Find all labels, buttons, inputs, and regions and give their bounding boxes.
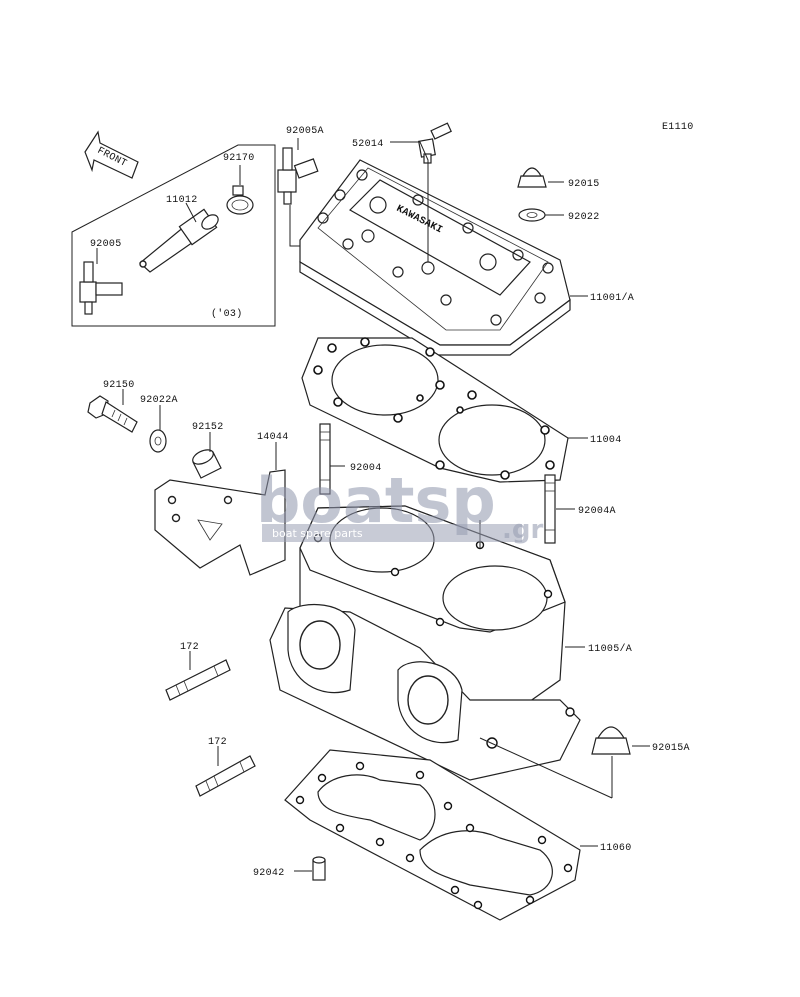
label-92152: 92152 (192, 422, 224, 433)
label-92004A: 92004A (578, 506, 616, 517)
label-11060: 11060 (600, 843, 632, 854)
label-92005: 92005 (90, 239, 122, 250)
collar-92152 (192, 449, 222, 479)
label-92005A: 92005A (286, 126, 324, 137)
stud-92004 (319, 423, 331, 495)
fitting-52014 (418, 122, 452, 164)
front-arrow-icon: FRONT (84, 130, 139, 179)
diagram-code: E1110 (662, 122, 694, 133)
inset-box: ('03) (71, 144, 276, 327)
stud-92004A (544, 474, 556, 544)
fitting-11012 (139, 208, 219, 273)
label-14044: 14044 (257, 432, 289, 443)
head-gasket-11004 (301, 337, 569, 483)
cap-nut-92015 (517, 167, 547, 188)
elbow-92005A (277, 147, 319, 205)
stud-172-upper (165, 659, 231, 701)
base-gasket-11060 (284, 749, 581, 921)
washer-92022 (518, 208, 546, 222)
bracket-14044 (154, 469, 286, 576)
clamp-92170 (226, 185, 254, 215)
label-92042: 92042 (253, 868, 285, 879)
inset-note: ('03) (211, 308, 243, 320)
label-92022: 92022 (568, 212, 600, 223)
washer-92022A (149, 429, 167, 453)
bolt-92150 (87, 395, 138, 433)
label-172-lower: 172 (208, 737, 227, 748)
label-52014: 52014 (352, 139, 384, 150)
cap-nut-92015A (591, 726, 631, 755)
cylinder-head-11001A: KAWASAKI (299, 159, 571, 356)
label-92170: 92170 (223, 153, 255, 164)
elbow-92005 (79, 261, 123, 315)
label-92150: 92150 (103, 380, 135, 391)
part-labels: 92005A 52014 92170 11012 92005 92015 920… (90, 126, 690, 879)
label-11005A: 11005/A (588, 643, 632, 655)
leader-lines (96, 138, 650, 872)
label-92004: 92004 (350, 463, 382, 474)
stud-172-lower (195, 755, 256, 797)
label-172-upper: 172 (180, 642, 199, 653)
label-11001A: 11001/A (590, 292, 634, 304)
label-11004: 11004 (590, 435, 622, 446)
watermark-band (262, 524, 522, 542)
watermark: boatsp .gr boat spare parts (256, 464, 543, 545)
cylinder-block-11005A (269, 505, 581, 781)
label-92015A: 92015A (652, 743, 690, 754)
label-92015: 92015 (568, 179, 600, 190)
dowel-pin-92042 (312, 856, 326, 881)
label-92022A: 92022A (140, 395, 178, 406)
watermark-tagline: boat spare parts (272, 527, 363, 540)
label-11012: 11012 (166, 195, 198, 206)
